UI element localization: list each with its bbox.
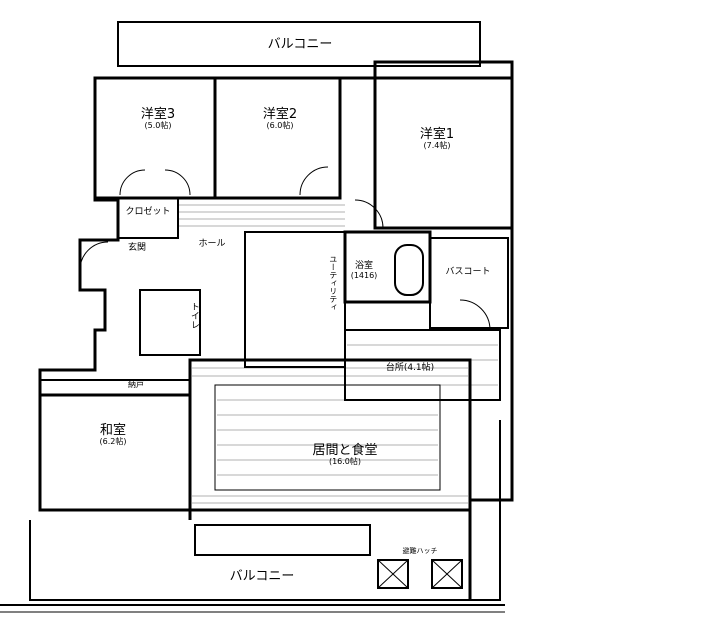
- room-name: 居間と食堂: [312, 443, 378, 458]
- bath-label: 浴室(1416): [350, 261, 378, 281]
- room-name: 浴室: [354, 261, 374, 271]
- bath-court-walls: [429, 237, 509, 329]
- room-size: (1416): [350, 270, 378, 280]
- toilet-label: トイレ: [188, 302, 199, 329]
- toilet-walls: [139, 289, 201, 356]
- hatch-left: [377, 559, 409, 589]
- western1-label: 洋室1(7.4帖): [419, 127, 455, 151]
- bath-court-label: バスコート: [445, 267, 491, 277]
- japanese-room-label: 和室(6.2帖): [99, 423, 127, 447]
- western2-label: 洋室2(6.0帖): [262, 107, 298, 131]
- living-walls: [188, 358, 472, 512]
- western2-walls: [213, 76, 342, 200]
- western3-walls: [93, 76, 217, 200]
- hatch-label: 避難ハッチ: [402, 547, 438, 555]
- hatch-right: [431, 559, 463, 589]
- storage-walls: [39, 379, 191, 396]
- room-size: (6.0帖): [266, 121, 294, 131]
- room-size: (16.0帖): [328, 457, 362, 467]
- balcony-top-label: バルコニー: [267, 37, 333, 52]
- living-dining-label: 居間と食堂(16.0帖): [312, 443, 378, 467]
- room-size: (5.0帖): [144, 121, 172, 131]
- storage-label: 納戸: [128, 380, 144, 389]
- kitchen-label: 台所(4.1帖): [385, 363, 435, 373]
- western1-walls: [373, 76, 514, 230]
- japanese-room-walls: [38, 393, 192, 512]
- balcony-bottom-label: バルコニー: [229, 569, 295, 584]
- western3-label: 洋室3(5.0帖): [140, 107, 176, 131]
- room-size: (7.4帖): [423, 141, 451, 151]
- balcony-top-outline: [117, 21, 481, 67]
- entrance-label: 玄関: [127, 243, 147, 253]
- room-name: 和室: [99, 423, 126, 438]
- hall-label: ホール: [198, 239, 226, 249]
- room-name: 洋室3: [140, 107, 176, 122]
- room-name: 洋室1: [419, 127, 455, 142]
- utility-label: ユーティリティ: [328, 255, 338, 311]
- room-size: (6.2帖): [99, 437, 127, 447]
- closet-label: クロゼット: [125, 207, 171, 217]
- room-name: 洋室2: [262, 107, 298, 122]
